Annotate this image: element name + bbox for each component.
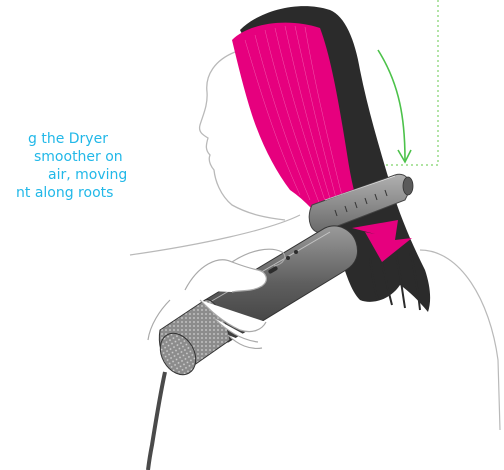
instruction-caption: g the Dryer smoother on air, moving nt a… [0, 130, 120, 202]
power-cable [148, 372, 165, 470]
caption-line-2: smoother on [0, 148, 120, 166]
caption-line-1: g the Dryer [0, 130, 120, 148]
caption-line-4: nt along roots [0, 184, 120, 202]
caption-line-3: air, moving [0, 166, 120, 184]
curved-down-arrow-icon [378, 50, 411, 162]
